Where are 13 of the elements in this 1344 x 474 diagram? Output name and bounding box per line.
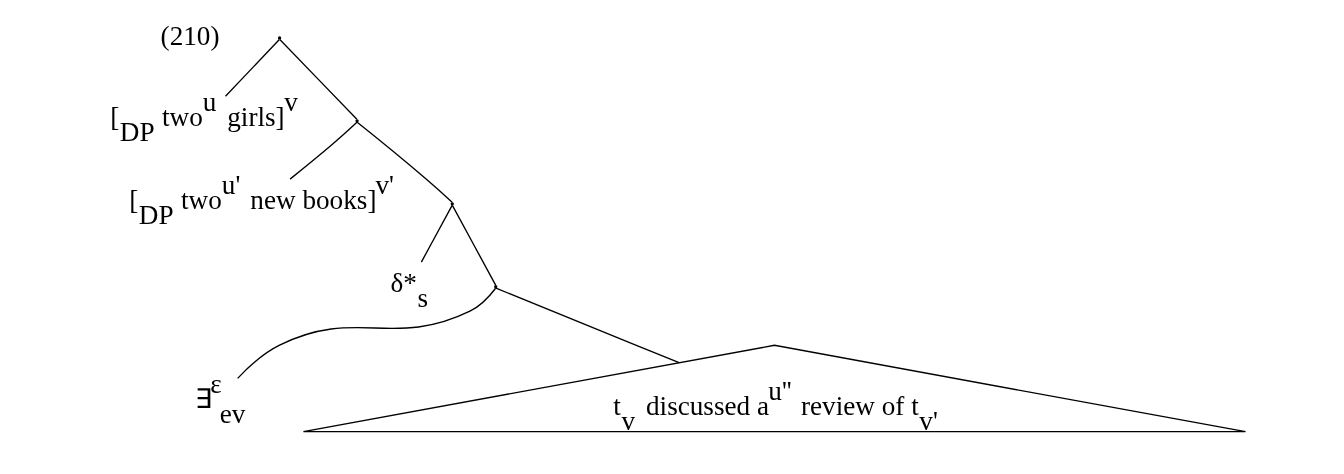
connector	[224, 38, 280, 97]
connector	[278, 38, 358, 120]
node-point	[354, 119, 359, 123]
connector	[494, 287, 680, 364]
connector	[420, 204, 453, 263]
connector	[288, 121, 358, 180]
node-point	[493, 285, 497, 289]
connector	[236, 287, 496, 380]
node-point	[450, 202, 454, 206]
connector	[356, 121, 453, 203]
label: (210)	[160, 20, 220, 51]
connector	[451, 204, 496, 286]
node-point	[277, 36, 281, 40]
